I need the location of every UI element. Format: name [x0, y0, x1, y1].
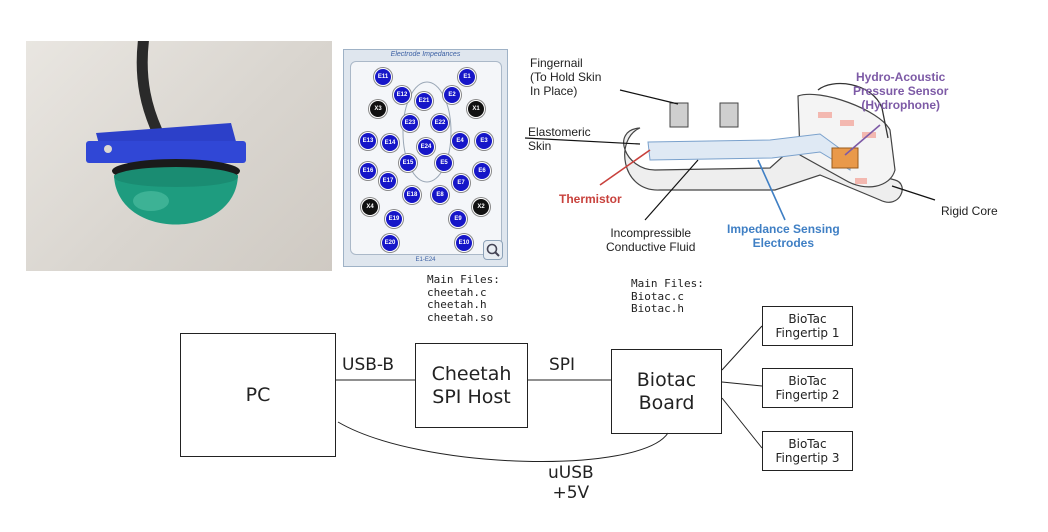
- electrode-e1: E1: [458, 68, 476, 86]
- electrode-e2: E2: [443, 86, 461, 104]
- core-pad: [840, 120, 854, 126]
- fingernail-label: Fingernail (To Hold Skin In Place): [530, 56, 602, 98]
- zoom-button[interactable]: [483, 240, 503, 260]
- electrode-grid-outline: [402, 81, 452, 183]
- cheetah-files-note: Main Files: cheetah.c cheetah.h cheetah.…: [427, 273, 500, 324]
- uusb-wire: [337, 421, 669, 463]
- electrode-x1: X1: [467, 100, 485, 118]
- impedance-panel-title: Electrode Impedances: [390, 51, 461, 58]
- leader-elastomeric: [524, 137, 641, 145]
- leader-fluid: [644, 159, 699, 221]
- impedance-electrodes-label: Impedance Sensing Electrodes: [727, 222, 840, 250]
- electrode-e23: E23: [401, 114, 419, 132]
- leader-hydrophone: [844, 124, 881, 156]
- conductive-fluid-label: Incompressible Conductive Fluid: [606, 226, 696, 254]
- biotac-fingertip-1-block: BioTac Fingertip 1: [762, 306, 853, 346]
- biotac-photo: [26, 41, 332, 271]
- leader-thermistor: [599, 149, 651, 186]
- biotac-files-note: Main Files: Biotac.c Biotac.h: [631, 277, 704, 316]
- electrode-e16: E16: [359, 162, 377, 180]
- biotac-photo-drawing: [86, 41, 246, 225]
- electrode-x2: X2: [472, 198, 490, 216]
- magnifier-icon: [486, 243, 500, 257]
- electrode-e12: E12: [393, 86, 411, 104]
- electrode-e14: E14: [381, 134, 399, 152]
- core-pad: [818, 112, 832, 118]
- electrode-e5: E5: [435, 154, 453, 172]
- fingernail-right: [719, 102, 739, 128]
- electrode-e4: E4: [451, 132, 469, 150]
- hydrophone-shape: [831, 147, 859, 169]
- fingernail-left: [669, 102, 689, 128]
- spi-label: SPI: [549, 355, 576, 375]
- electrode-x3: X3: [369, 100, 387, 118]
- finger2-wire: [721, 381, 763, 387]
- leader-fingernail: [619, 89, 679, 105]
- electrode-x4: X4: [361, 198, 379, 216]
- electrode-e7: E7: [452, 174, 470, 192]
- electrode-e8: E8: [431, 186, 449, 204]
- electrode-e9: E9: [449, 210, 467, 228]
- uusb-5v-label: uUSB +5V: [548, 463, 594, 504]
- sensor-cross-section: [524, 83, 936, 221]
- electrode-e10: E10: [455, 234, 473, 252]
- electrode-e3: E3: [475, 132, 493, 150]
- fluid-channel: [647, 133, 851, 171]
- usb-b-label: USB-B: [342, 355, 395, 375]
- biotac-fingertip-3-block: BioTac Fingertip 3: [762, 431, 853, 471]
- tube-outline: [817, 83, 889, 139]
- leader-core: [891, 185, 936, 201]
- electrode-e18: E18: [403, 186, 421, 204]
- thermistor-label: Thermistor: [559, 192, 622, 206]
- biotac-board-block: Biotac Board: [611, 349, 722, 434]
- electrode-e17: E17: [379, 172, 397, 190]
- cheetah-spi-host-block: Cheetah SPI Host: [415, 343, 528, 428]
- leader-electrodes: [757, 159, 786, 221]
- biotac-fingertip-2-block: BioTac Fingertip 2: [762, 368, 853, 408]
- electrode-e13: E13: [359, 132, 377, 150]
- electrode-e15: E15: [399, 154, 417, 172]
- hydrophone-label: Hydro-Acoustic Pressure Sensor (Hydropho…: [853, 70, 949, 112]
- electrode-e20: E20: [381, 234, 399, 252]
- electrode-e6: E6: [473, 162, 491, 180]
- electrode-e22: E22: [431, 114, 449, 132]
- pc-block: PC: [180, 333, 336, 457]
- electrode-e24: E24: [417, 138, 435, 156]
- electrode-e19: E19: [385, 210, 403, 228]
- rigid-core-label: Rigid Core: [941, 204, 998, 218]
- elastomeric-skin-label: Elastomeric Skin: [528, 125, 591, 153]
- impedance-panel-footer: E1-E24: [415, 257, 436, 263]
- electrode-e21: E21: [415, 92, 433, 110]
- electrode-e11: E11: [374, 68, 392, 86]
- finger1-wire: [721, 325, 763, 371]
- core-pad: [855, 178, 867, 184]
- finger3-wire: [721, 397, 763, 449]
